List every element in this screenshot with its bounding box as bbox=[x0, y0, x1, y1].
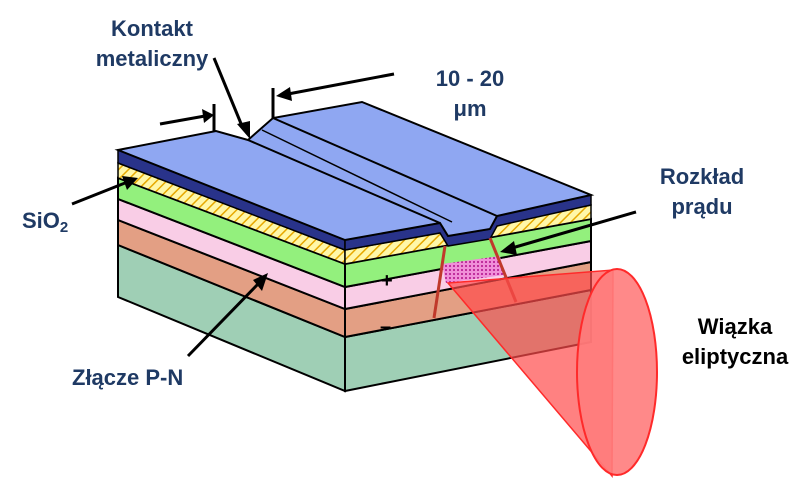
contact-label-line1: Kontakt bbox=[111, 16, 193, 41]
sio2-arrow-line bbox=[71, 181, 126, 206]
contact-arrow-head bbox=[237, 121, 250, 139]
contact-label-line2: metaliczny bbox=[95, 46, 209, 71]
junction-label: Złącze P-N bbox=[72, 365, 184, 390]
minus-sign: – bbox=[380, 316, 391, 338]
dimension-arrow-left bbox=[159, 114, 206, 126]
junction-arrow-head bbox=[253, 273, 268, 291]
current-label-line2: prądu bbox=[671, 194, 733, 219]
beam-label-line1: Wiązka bbox=[697, 314, 773, 339]
current-label-line1: Rozkład bbox=[659, 164, 745, 189]
sio2-label-subscript: 2 bbox=[59, 219, 69, 236]
current-distribution-label: Rozkład prądu bbox=[650, 162, 754, 222]
width-label-line2: μm bbox=[453, 96, 487, 121]
beam-label-line2: eliptyczna bbox=[681, 344, 789, 369]
width-label-line1: 10 - 20 bbox=[435, 66, 505, 91]
dimension-arrowhead-left bbox=[202, 109, 214, 123]
beam-ellipse bbox=[576, 268, 658, 476]
sio2-label: SiO2 bbox=[22, 206, 68, 243]
current-arrow-head bbox=[500, 241, 517, 255]
junction-arrow-line bbox=[186, 281, 261, 358]
dimension-arrowhead-right bbox=[276, 87, 292, 101]
ridge-groove-right bbox=[272, 117, 498, 217]
beam-label: Wiązka eliptyczna bbox=[672, 312, 798, 372]
contact-arrow-line bbox=[212, 57, 244, 127]
current-spread-region bbox=[442, 256, 504, 283]
plus-sign: + bbox=[381, 270, 393, 292]
ridge-groove-left bbox=[247, 139, 441, 224]
width-label: 10 - 20 μm bbox=[420, 64, 520, 124]
contact-label: Kontakt metaliczny bbox=[86, 14, 218, 74]
current-line-left bbox=[432, 245, 447, 319]
sio2-arrow-head bbox=[122, 176, 138, 190]
ridge-groove-mid bbox=[261, 129, 453, 223]
current-arrow-line bbox=[511, 210, 637, 250]
sio2-label-main: SiO bbox=[22, 208, 60, 233]
dimension-arrow-right bbox=[287, 72, 395, 96]
